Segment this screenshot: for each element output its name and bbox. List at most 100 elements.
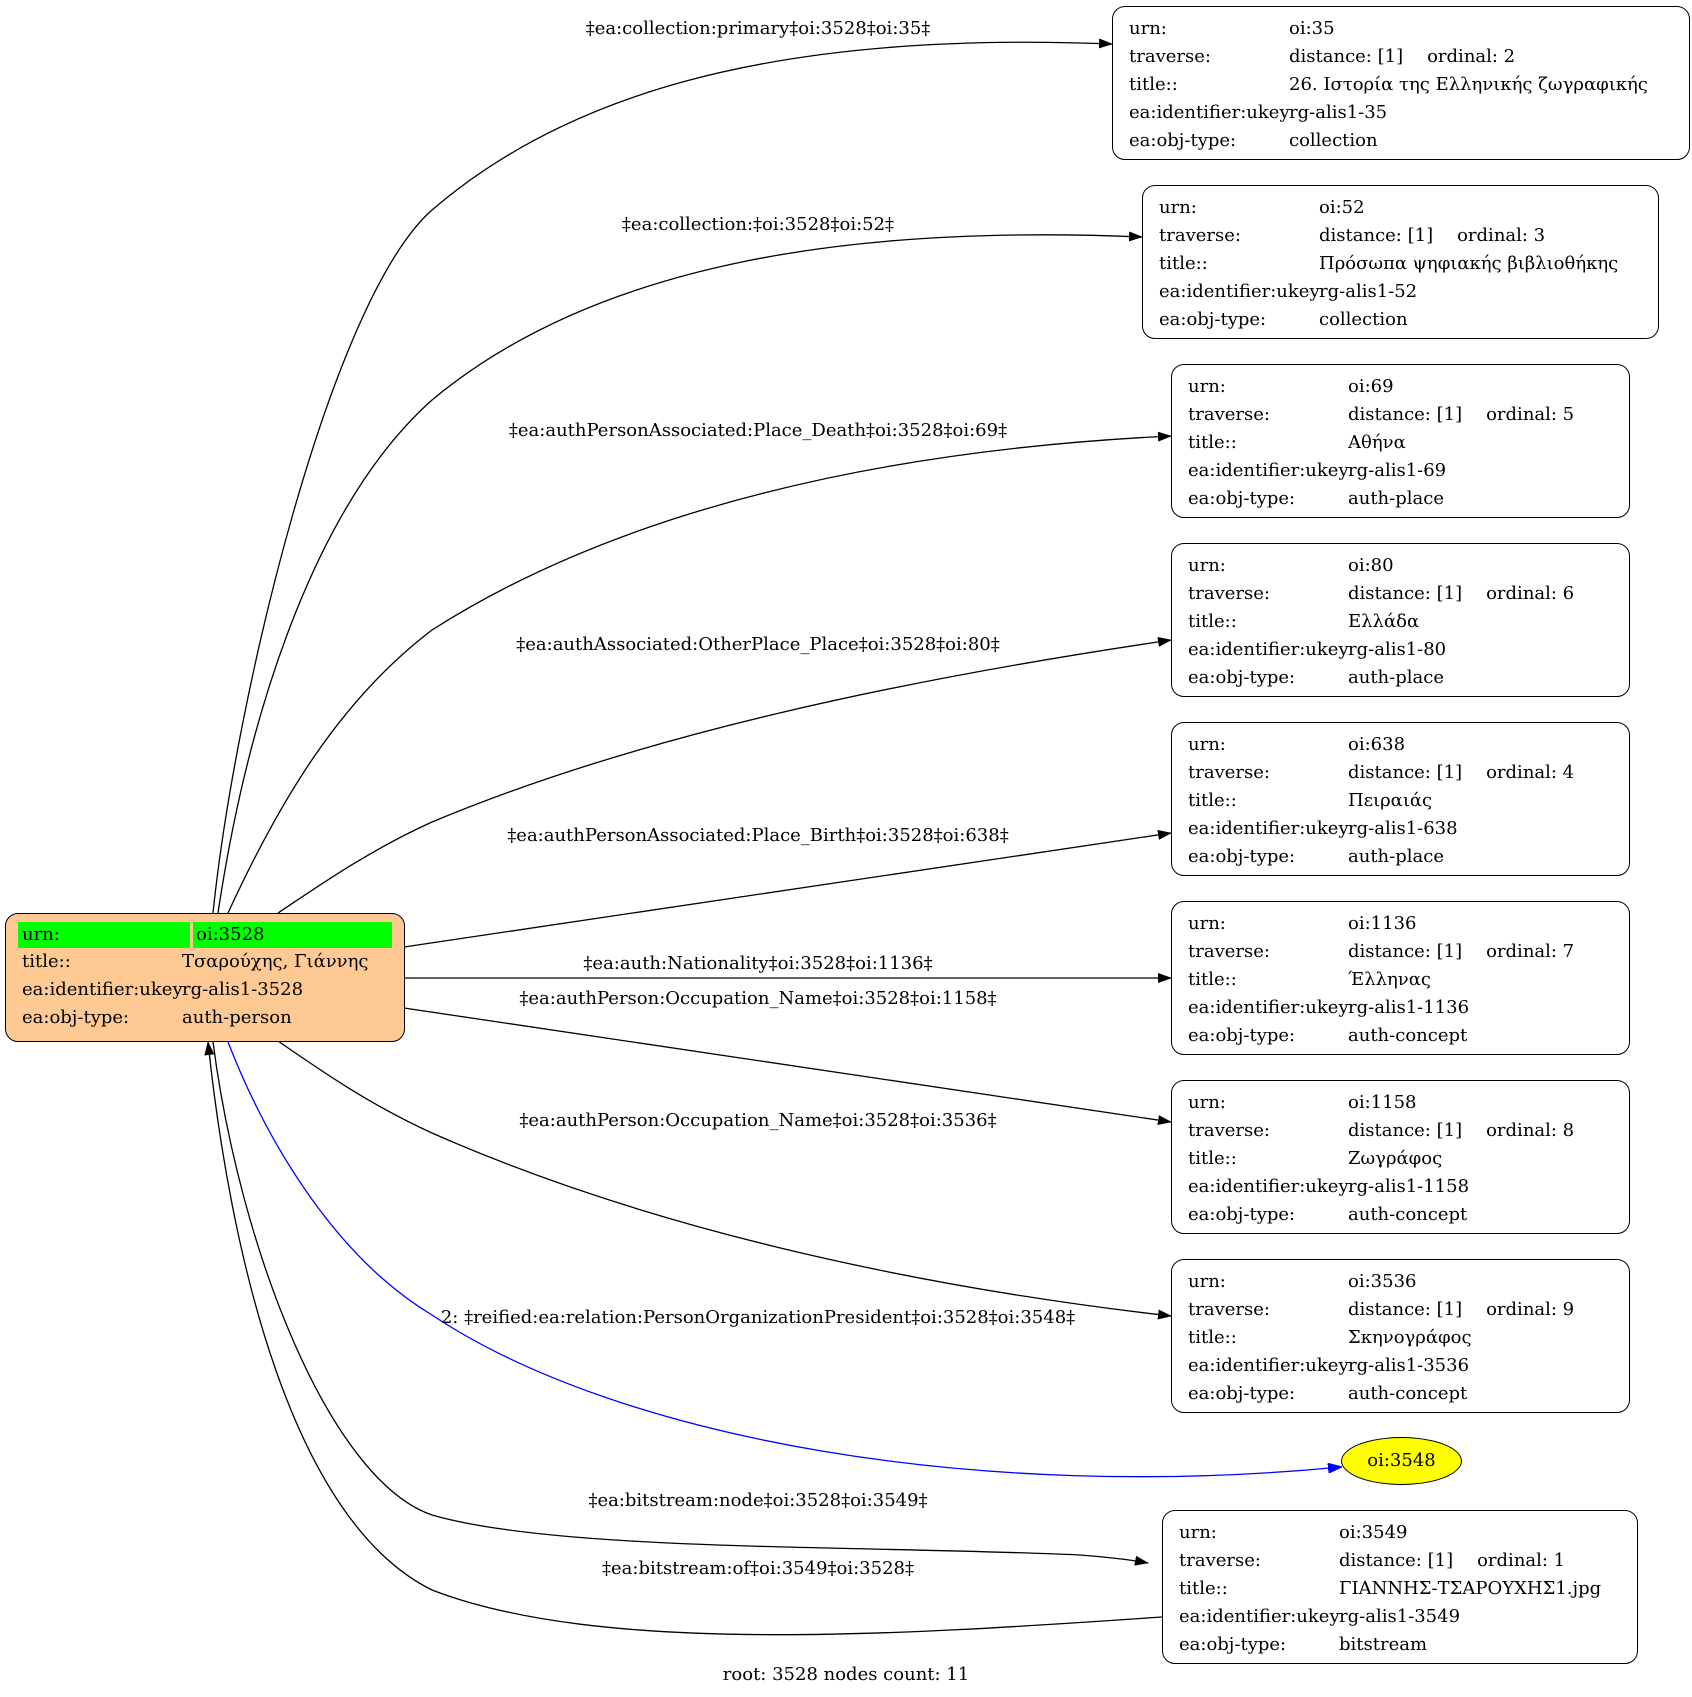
- edge-label: ‡ea:authAssociated:OtherPlace_Place‡oi:3…: [516, 634, 1000, 655]
- field-value-type: bitstream: [1339, 1634, 1428, 1655]
- edge-label: ‡ea:collection:‡oi:3528‡oi:52‡: [621, 214, 895, 235]
- field-value-urn: oi:3536: [1348, 1271, 1417, 1292]
- node-field-title: title::Αθήνα: [1172, 429, 1629, 457]
- field-key-ukey: ea:identifier:ukey: [1188, 818, 1349, 839]
- node-field-type: ea:obj-type:auth-place: [1172, 485, 1629, 513]
- traverse-distance: distance: [1]: [1348, 404, 1463, 425]
- field-value-title: 26. Ιστορία της Ελληνικής ζωγραφικής: [1289, 74, 1648, 95]
- field-key-urn: urn:: [1188, 376, 1226, 397]
- field-key-urn: urn:: [1188, 913, 1226, 934]
- edge-oi80: [277, 636, 1172, 914]
- node-field-title: title::Ελλάδα: [1172, 608, 1629, 636]
- field-value-type: auth-place: [1348, 846, 1444, 867]
- field-value-title: ΓΙΑΝΝΗΣ-ΤΣΑΡΟΥΧΗΣ1.jpg: [1339, 1578, 1602, 1599]
- node-field-urn: urn:oi:1158: [1172, 1089, 1629, 1117]
- field-value-ukey: rg-alis1-80: [1348, 639, 1447, 660]
- field-key-ukey: ea:identifier:ukey: [1188, 639, 1349, 660]
- field-value-traverse: distance: [1]ordinal: 6: [1347, 580, 1629, 608]
- node-field-title: title::Πειραιάς: [1172, 787, 1629, 815]
- field-key-title: title::: [1159, 253, 1208, 274]
- field-key-title: title::: [1188, 611, 1237, 632]
- field-value-ukey: rg-alis1-35: [1289, 102, 1388, 123]
- node-field-urn: urn:oi:52: [1143, 194, 1658, 222]
- field-value-urn: oi:80: [1348, 555, 1394, 576]
- field-value-traverse: distance: [1]ordinal: 2: [1288, 43, 1689, 71]
- node-field-traverse: traverse:distance: [1]ordinal: 4: [1172, 759, 1629, 787]
- field-value-urn: oi:1158: [1348, 1092, 1417, 1113]
- field-key-type: ea:obj-type:: [1188, 667, 1296, 688]
- node-field-title: title::ΓΙΑΝΝΗΣ-ΤΣΑΡΟΥΧΗΣ1.jpg: [1163, 1575, 1637, 1603]
- field-key-urn: urn:: [1159, 197, 1197, 218]
- node-field-urn: urn:oi:69: [1172, 373, 1629, 401]
- field-key-urn: urn:: [1188, 1271, 1226, 1292]
- field-value-traverse: distance: [1]ordinal: 7: [1347, 938, 1629, 966]
- root-title-value: Τσαρούχης, Γιάννης: [182, 951, 369, 972]
- node-field-urn: urn:oi:3549: [1163, 1519, 1637, 1547]
- edge-oi3549-node: [212, 1041, 1149, 1566]
- traverse-distance: distance: [1]: [1348, 583, 1463, 604]
- field-key-traverse: traverse:: [1188, 1299, 1270, 1320]
- field-key-type: ea:obj-type:: [1179, 1634, 1287, 1655]
- field-value-traverse: distance: [1] ordinal: 3: [1318, 222, 1658, 250]
- field-key-title: title::: [1188, 1148, 1237, 1169]
- field-value-type: auth-concept: [1348, 1383, 1468, 1404]
- field-key-title: title::: [1179, 1578, 1228, 1599]
- traverse-distance: distance: [1]: [1319, 225, 1434, 246]
- field-value-urn: oi:3549: [1339, 1522, 1408, 1543]
- field-key-type: ea:obj-type:: [1129, 130, 1237, 151]
- node-oi3536[interactable]: urn: oi:3536 traverse: distance: [1]ordinal…: [1171, 1259, 1630, 1413]
- field-key-traverse: traverse:: [1188, 583, 1270, 604]
- root-type-value: auth-person: [182, 1007, 292, 1028]
- field-key-traverse: traverse:: [1188, 941, 1270, 962]
- field-value-title: Σκηνογράφος: [1348, 1327, 1472, 1348]
- root-urn-key: urn:: [18, 922, 190, 948]
- node-field-type: ea:obj-type:auth-place: [1172, 843, 1629, 871]
- field-key-ukey: ea:identifier:ukey: [1188, 460, 1349, 481]
- node-field-title: title::Ζωγράφος: [1172, 1145, 1629, 1173]
- root-node[interactable]: urn: oi:3528 title:: Τσαρούχης, Γιάννης …: [5, 913, 405, 1042]
- field-value-ukey: rg-alis1-638: [1348, 818, 1458, 839]
- edge-oi3536: [277, 1040, 1172, 1320]
- field-key-title: title::: [1188, 790, 1237, 811]
- field-key-traverse: traverse:: [1188, 762, 1270, 783]
- field-value-ukey: rg-alis1-3549: [1339, 1606, 1461, 1627]
- field-key-traverse: traverse:: [1188, 404, 1270, 425]
- node-field-traverse: traverse:distance: [1]ordinal: 2: [1113, 43, 1689, 71]
- field-value-title: Έλληνας: [1348, 969, 1431, 990]
- node-oi80[interactable]: urn: oi:80 traverse: distance: [1]ordinal: …: [1171, 543, 1630, 697]
- root-ukey-value: rg-alis1-3528: [182, 979, 304, 1000]
- field-key-traverse: traverse:: [1179, 1550, 1261, 1571]
- traverse-ordinal: ordinal: 2: [1427, 46, 1516, 67]
- node-field-type: ea:obj-type:auth-concept: [1172, 1022, 1629, 1050]
- field-key-urn: urn:: [1188, 555, 1226, 576]
- field-key-ukey: ea:identifier:ukey: [1188, 1355, 1349, 1376]
- node-field-type: ea:obj-type:auth-concept: [1172, 1380, 1629, 1408]
- edge-label: ‡ea:collection:primary‡oi:3528‡oi:35‡: [585, 18, 931, 39]
- root-title-row: title:: Τσαρούχης, Γιάννης: [6, 948, 404, 976]
- traverse-ordinal: ordinal: 1: [1477, 1550, 1566, 1571]
- node-oi69[interactable]: urn:oi:69 traverse: distance: [1]ordinal: …: [1171, 364, 1630, 518]
- edge-label: ‡ea:authPerson:Occupation_Name‡oi:3528‡o…: [519, 988, 997, 1009]
- node-field-traverse: traverse: distance: [1]ordinal: 6: [1172, 580, 1629, 608]
- edge-label: ‡ea:authPersonAssociated:Place_Death‡oi:…: [508, 420, 1008, 441]
- field-value-traverse: distance: [1]ordinal: 5: [1347, 401, 1629, 429]
- field-key-type: ea:obj-type:: [1188, 488, 1296, 509]
- node-field-title: title::Σκηνογράφος: [1172, 1324, 1629, 1352]
- field-value-traverse: distance: [1]ordinal: 9: [1347, 1296, 1629, 1324]
- traverse-ordinal: ordinal: 3: [1457, 225, 1546, 246]
- node-field-type: ea:obj-type:auth-concept: [1172, 1201, 1629, 1229]
- node-field-traverse: traverse: distance: [1]ordinal: 9: [1172, 1296, 1629, 1324]
- node-field-traverse: traverse:distance: [1]ordinal: 1: [1163, 1547, 1637, 1575]
- node-field-urn: urn: oi:3536: [1172, 1268, 1629, 1296]
- ellipse-node-oi3548[interactable]: oi:3548: [1341, 1437, 1462, 1485]
- node-field-type: ea:obj-type:auth-place: [1172, 664, 1629, 692]
- field-value-title: Πρόσωπα ψηφιακής βιβλιοθήκης: [1319, 253, 1619, 274]
